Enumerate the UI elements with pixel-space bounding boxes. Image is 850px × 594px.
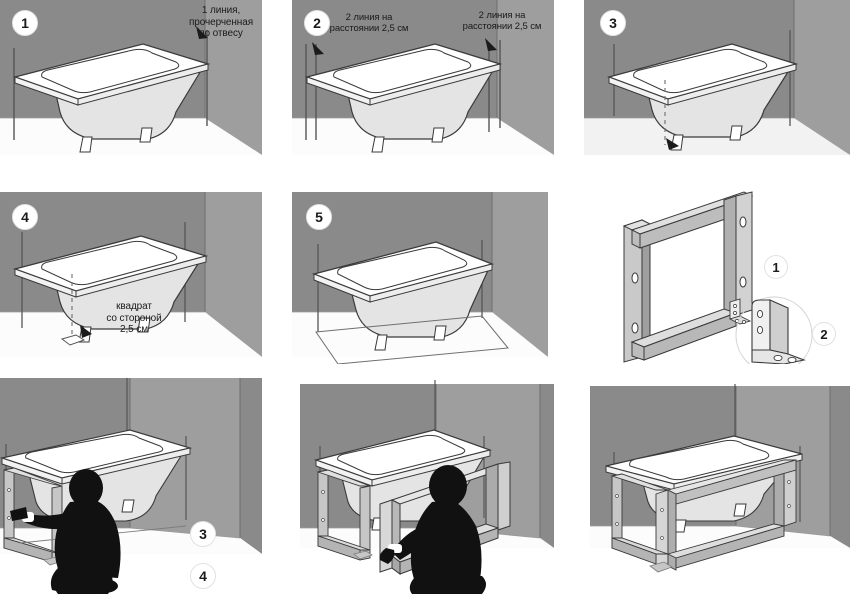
assembled-frame [610, 459, 797, 573]
second-line-label-left: 2 линия на расстоянии 2,5 см [329, 12, 409, 34]
frame-hole [631, 272, 639, 284]
panel-3-illustration [584, 0, 850, 155]
floor-marking-square [353, 550, 373, 560]
panel-step-5: 5 [292, 182, 554, 364]
bracket-hole [756, 309, 764, 319]
panel-5-illustration [292, 182, 554, 364]
panel-2-illustration [292, 0, 554, 155]
install-side-frame-illustration [0, 378, 262, 594]
panel-step-4: 4 квадрат со стороной 2,5 см [0, 182, 262, 364]
bracket-hole [756, 325, 764, 335]
step-label-3: 3 [190, 521, 216, 547]
panel-install-front-frame [292, 378, 554, 594]
square-label: квадрат со стороной 2,5 см [106, 301, 162, 335]
parts-illustration [584, 182, 850, 364]
second-line-label-right: 2 линия на расстоянии 2,5 см [462, 10, 542, 32]
bracket-hole [787, 356, 797, 364]
panel-install-side-frame: 3 4 [0, 378, 262, 594]
bracket-hole [773, 354, 783, 362]
step-badge-3: 3 [600, 10, 626, 36]
part-label-bracket: 2 [812, 322, 836, 346]
floor-outline-rectangle [315, 315, 509, 364]
floor-marking-square [649, 561, 673, 573]
installed-frame-rear [316, 469, 373, 561]
panel-1-illustration [0, 0, 262, 155]
worker-silhouette [10, 469, 121, 594]
frame-part [622, 191, 754, 363]
square-callout-arrow [80, 325, 92, 338]
completed-frame-illustration [584, 378, 850, 594]
step-label-4: 4 [190, 563, 216, 589]
step-badge-2: 2 [304, 10, 330, 36]
panel-step-2: 2 2 линия на расстоянии 2,5 см 2 линия н… [292, 0, 554, 155]
callout-arrow [196, 26, 208, 39]
callout-arrow-right [485, 38, 497, 51]
panel-completed-frame [584, 378, 850, 594]
step-badge-1: 1 [12, 10, 38, 36]
panel-step-3: 3 [584, 0, 850, 155]
step-badge-4: 4 [12, 204, 38, 230]
worker-silhouette [379, 465, 486, 594]
frame-hole [739, 216, 747, 228]
callout-arrow-left [312, 42, 324, 55]
frame-hole [739, 276, 747, 288]
panel-parts: 1 2 [584, 182, 850, 364]
floor-marking-square [60, 334, 86, 346]
drop-point-arrow [666, 138, 679, 150]
plumb-line-label: 1 линия, прочерченная по отвесу [188, 5, 254, 39]
panel-step-1: 1 1 линия, прочерченная по отвесу [0, 0, 262, 155]
step-badge-5: 5 [306, 204, 332, 230]
install-front-frame-illustration [292, 378, 554, 594]
frame-hole [631, 322, 639, 334]
part-label-frame: 1 [764, 255, 788, 279]
panel-4-illustration [0, 182, 262, 364]
